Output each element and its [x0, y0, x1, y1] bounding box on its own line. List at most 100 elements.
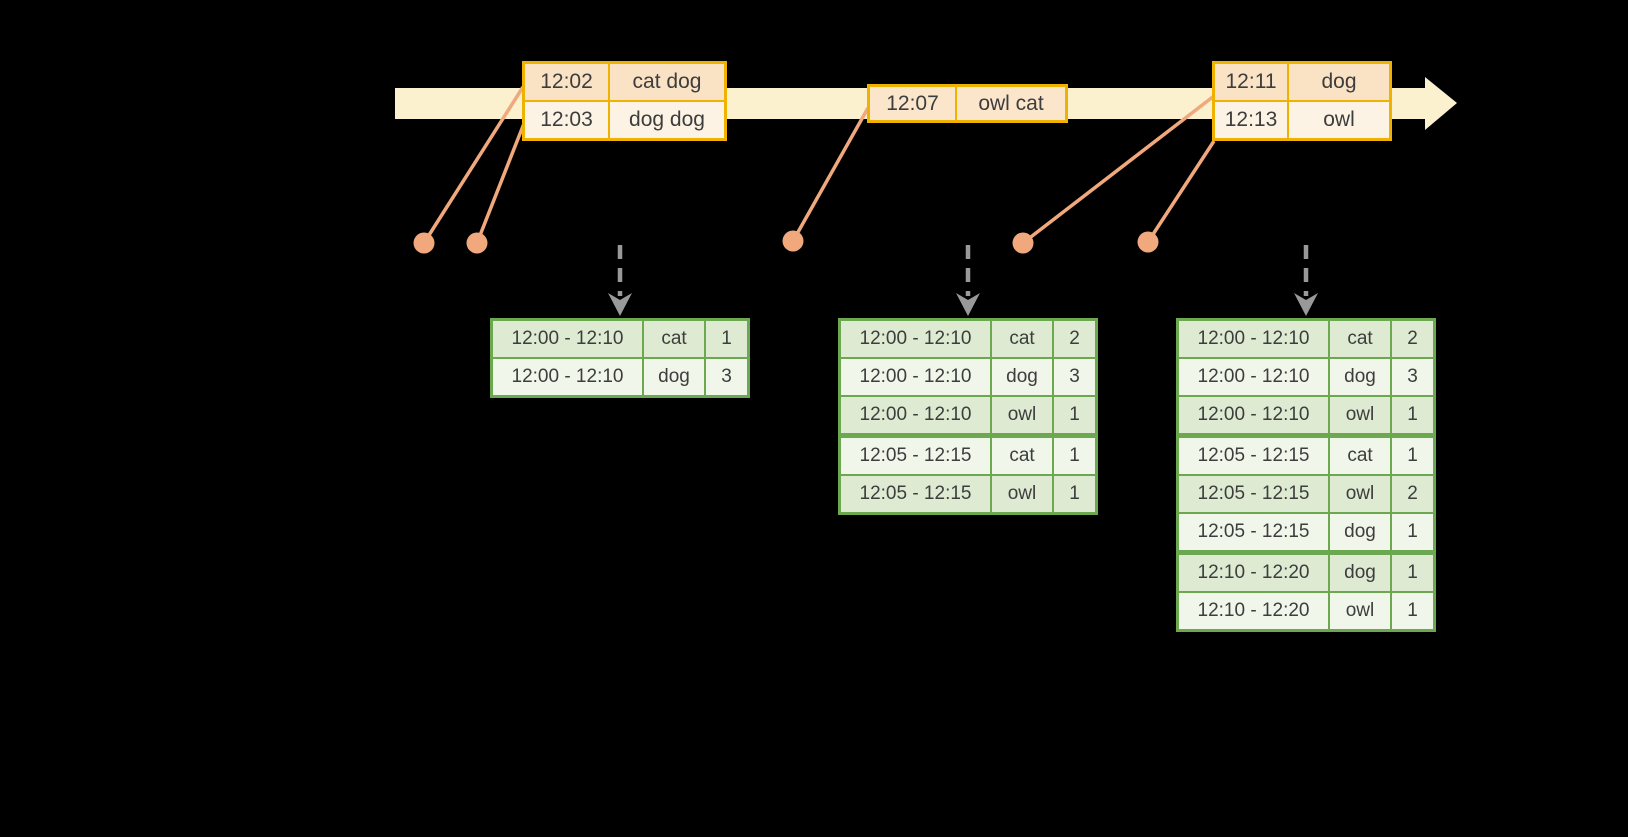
- count-cell: 1: [706, 321, 747, 357]
- word-cell: dog: [992, 359, 1052, 395]
- leader-line-12-02: [422, 86, 525, 244]
- timeline-arrowhead-icon: [1425, 77, 1457, 130]
- result-table-2: 12:00 - 12:10 cat 2 12:00 - 12:10 dog 3 …: [838, 318, 1098, 515]
- event-time-cell: 12:02: [525, 64, 608, 100]
- event-leader-lines: [422, 86, 1216, 245]
- count-cell: 1: [1392, 593, 1433, 629]
- window-cell: 12:05 - 12:15: [1179, 476, 1328, 512]
- event-dot-12-02: [413, 232, 435, 254]
- trigger-arrowhead-icon-3: [1294, 293, 1318, 316]
- count-cell: 1: [1392, 514, 1433, 550]
- event-words-cell: owl: [1289, 102, 1389, 138]
- word-cell: cat: [992, 438, 1052, 474]
- leader-line-12-03: [475, 120, 527, 244]
- event-row: 12:07 owl cat: [870, 87, 1065, 120]
- leader-line-12-11: [1021, 94, 1216, 245]
- result-row: 12:00 - 12:10 dog 3: [1179, 359, 1433, 395]
- event-dots: [413, 230, 1159, 254]
- event-row: 12:02 cat dog: [525, 64, 724, 100]
- trigger-arrowhead-icon-2: [956, 293, 980, 316]
- result-row: 12:10 - 12:20 owl 1: [1179, 593, 1433, 629]
- word-cell: owl: [992, 397, 1052, 433]
- leader-line-12-07: [791, 107, 870, 242]
- trigger-arrowheads: [608, 293, 1318, 316]
- leader-line-12-13: [1146, 140, 1216, 243]
- result-table-3: 12:00 - 12:10 cat 2 12:00 - 12:10 dog 3 …: [1176, 318, 1436, 632]
- word-cell: cat: [1330, 438, 1390, 474]
- count-cell: 1: [1054, 397, 1095, 433]
- window-group-12-05: 12:05 - 12:15 cat 1 12:05 - 12:15 owl 1: [841, 438, 1095, 512]
- event-row: 12:13 owl: [1215, 102, 1389, 138]
- result-row: 12:00 - 12:10 owl 1: [1179, 397, 1433, 433]
- window-cell: 12:05 - 12:15: [841, 476, 990, 512]
- window-group-12-00: 12:00 - 12:10 cat 1 12:00 - 12:10 dog 3: [493, 321, 747, 395]
- word-cell: cat: [644, 321, 704, 357]
- word-cell: owl: [1330, 397, 1390, 433]
- event-row: 12:11 dog: [1215, 64, 1389, 100]
- window-group-12-05: 12:05 - 12:15 cat 1 12:05 - 12:15 owl 2 …: [1179, 438, 1433, 550]
- result-row: 12:00 - 12:10 cat 2: [841, 321, 1095, 357]
- event-words-cell: dog dog: [610, 102, 724, 138]
- word-cell: cat: [1330, 321, 1390, 357]
- count-cell: 1: [1392, 438, 1433, 474]
- count-cell: 1: [1392, 555, 1433, 591]
- count-cell: 1: [1054, 438, 1095, 474]
- result-row: 12:00 - 12:10 cat 2: [1179, 321, 1433, 357]
- window-cell: 12:05 - 12:15: [1179, 514, 1328, 550]
- event-dot-12-13: [1137, 231, 1159, 253]
- word-cell: cat: [992, 321, 1052, 357]
- event-table-2: 12:07 owl cat: [867, 84, 1068, 123]
- result-row: 12:00 - 12:10 dog 3: [493, 359, 747, 395]
- word-cell: owl: [1330, 476, 1390, 512]
- count-cell: 1: [1392, 397, 1433, 433]
- window-cell: 12:00 - 12:10: [1179, 397, 1328, 433]
- event-words-cell: dog: [1289, 64, 1389, 100]
- count-cell: 2: [1392, 321, 1433, 357]
- window-cell: 12:00 - 12:10: [493, 321, 642, 357]
- window-cell: 12:10 - 12:20: [1179, 593, 1328, 629]
- window-group-12-00: 12:00 - 12:10 cat 2 12:00 - 12:10 dog 3 …: [1179, 321, 1433, 433]
- window-cell: 12:10 - 12:20: [1179, 555, 1328, 591]
- count-cell: 3: [1392, 359, 1433, 395]
- count-cell: 2: [1054, 321, 1095, 357]
- result-row: 12:05 - 12:15 cat 1: [841, 438, 1095, 474]
- window-group-12-00: 12:00 - 12:10 cat 2 12:00 - 12:10 dog 3 …: [841, 321, 1095, 433]
- window-cell: 12:05 - 12:15: [1179, 438, 1328, 474]
- event-words-cell: owl cat: [957, 87, 1065, 120]
- result-table-1: 12:00 - 12:10 cat 1 12:00 - 12:10 dog 3: [490, 318, 750, 398]
- window-cell: 12:00 - 12:10: [841, 397, 990, 433]
- result-row: 12:00 - 12:10 cat 1: [493, 321, 747, 357]
- event-time-cell: 12:03: [525, 102, 608, 138]
- result-row: 12:05 - 12:15 owl 2: [1179, 476, 1433, 512]
- count-cell: 1: [1054, 476, 1095, 512]
- result-row: 12:00 - 12:10 owl 1: [841, 397, 1095, 433]
- count-cell: 3: [706, 359, 747, 395]
- word-cell: dog: [644, 359, 704, 395]
- result-row: 12:05 - 12:15 cat 1: [1179, 438, 1433, 474]
- word-cell: dog: [1330, 359, 1390, 395]
- event-row: 12:03 dog dog: [525, 102, 724, 138]
- word-cell: dog: [1330, 555, 1390, 591]
- word-cell: owl: [992, 476, 1052, 512]
- window-cell: 12:00 - 12:10: [841, 321, 990, 357]
- window-cell: 12:00 - 12:10: [1179, 359, 1328, 395]
- trigger-arrows: [617, 245, 1309, 296]
- result-row: 12:10 - 12:20 dog 1: [1179, 555, 1433, 591]
- event-time-cell: 12:13: [1215, 102, 1287, 138]
- result-row: 12:05 - 12:15 owl 1: [841, 476, 1095, 512]
- trigger-arrowhead-icon-1: [608, 293, 632, 316]
- count-cell: 3: [1054, 359, 1095, 395]
- event-words-cell: cat dog: [610, 64, 724, 100]
- result-row: 12:00 - 12:10 dog 3: [841, 359, 1095, 395]
- word-cell: dog: [1330, 514, 1390, 550]
- event-table-3: 12:11 dog 12:13 owl: [1212, 61, 1392, 141]
- window-cell: 12:05 - 12:15: [841, 438, 990, 474]
- event-dot-12-07: [782, 230, 804, 252]
- window-cell: 12:00 - 12:10: [1179, 321, 1328, 357]
- window-cell: 12:00 - 12:10: [841, 359, 990, 395]
- word-cell: owl: [1330, 593, 1390, 629]
- count-cell: 2: [1392, 476, 1433, 512]
- event-time-cell: 12:07: [870, 87, 955, 120]
- event-time-cell: 12:11: [1215, 64, 1287, 100]
